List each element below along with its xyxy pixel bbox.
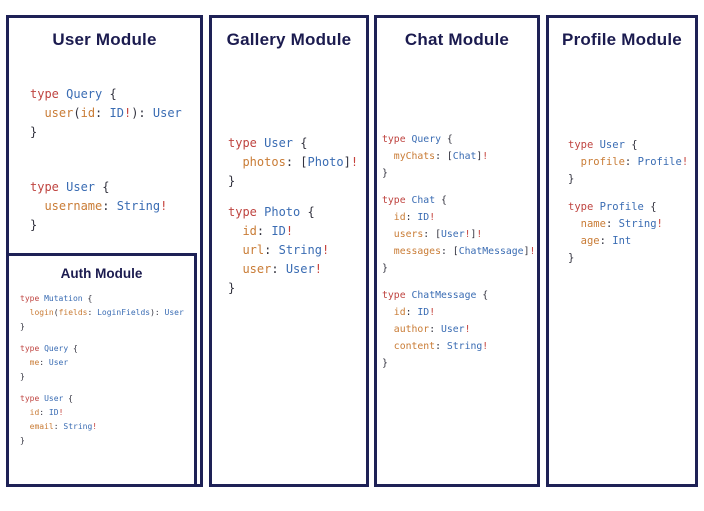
code-line xyxy=(30,154,182,166)
panel-user-module: User Module type Query { user(id: ID!): … xyxy=(6,15,203,487)
code-line xyxy=(20,334,184,342)
code-line: users: [User!]! xyxy=(393,228,483,240)
code-line: } xyxy=(20,322,25,331)
user-module-code: type Query { user(id: ID!): User} type Us… xyxy=(30,85,182,235)
code-line: type Query { xyxy=(20,344,78,353)
code-line: } xyxy=(20,436,25,445)
user-module-title: User Module xyxy=(52,30,157,49)
profile-module-title: Profile Module xyxy=(562,30,682,49)
code-line: type ChatMessage { xyxy=(382,289,489,301)
code-line: user(id: ID!): User xyxy=(44,106,182,120)
code-line xyxy=(30,166,182,178)
chat-module-code: type Query { myChats: [Chat]!} type Chat … xyxy=(382,131,535,372)
code-line: type Chat { xyxy=(382,194,447,206)
code-line: name: String! xyxy=(580,217,663,230)
code-line: } xyxy=(228,174,236,188)
code-line: } xyxy=(382,168,388,179)
code-line: type Mutation { xyxy=(20,294,93,303)
code-line xyxy=(382,182,535,192)
code-line: } xyxy=(20,372,25,381)
code-line: login(fields: LoginFields): User xyxy=(29,308,184,317)
code-line xyxy=(228,191,358,203)
code-line: } xyxy=(228,281,236,295)
gallery-module-code: type User { photos: [Photo]!} type Photo … xyxy=(228,134,358,298)
code-line: } xyxy=(30,218,38,232)
code-line: type User { xyxy=(20,394,73,403)
code-line: email: String! xyxy=(29,422,98,431)
code-line: type User { xyxy=(568,139,638,151)
code-line: url: String! xyxy=(242,243,330,257)
auth-module-code: type Mutation { login(fields: LoginField… xyxy=(20,292,184,448)
code-line: type Photo { xyxy=(228,205,315,219)
code-line: content: String! xyxy=(393,340,489,352)
code-line: me: User xyxy=(29,358,69,367)
code-line xyxy=(382,277,535,287)
code-line: photos: [Photo]! xyxy=(242,155,359,169)
code-line: type User { xyxy=(30,180,110,194)
panel-auth-module: Auth Module type Mutation { login(fields… xyxy=(6,253,197,487)
auth-module-title: Auth Module xyxy=(60,266,143,281)
code-line xyxy=(568,188,688,199)
code-line: author: User! xyxy=(393,323,471,335)
code-line: myChats: [Chat]! xyxy=(393,151,489,162)
code-line xyxy=(30,142,182,154)
panel-chat-module: Chat Module type Query { myChats: [Chat]… xyxy=(374,15,540,487)
profile-module-code: type User { profile: Profile!} type Profi… xyxy=(568,137,688,267)
code-line: type Profile { xyxy=(568,200,657,213)
code-line: } xyxy=(30,125,38,139)
code-line: id: ID! xyxy=(393,306,436,318)
code-line: type Query { xyxy=(30,87,117,101)
code-line: username: String! xyxy=(44,199,168,213)
code-line: type Query { xyxy=(382,134,453,145)
code-line: id: ID! xyxy=(242,224,294,238)
code-line: } xyxy=(568,251,575,264)
code-line: } xyxy=(382,262,388,274)
code-line: type User { xyxy=(228,136,308,150)
code-line xyxy=(20,384,184,392)
code-line: } xyxy=(568,173,575,185)
code-line: profile: Profile! xyxy=(580,156,689,168)
code-line: messages: [ChatMessage]! xyxy=(393,245,536,257)
code-line: } xyxy=(382,357,388,369)
code-line: age: Int xyxy=(580,234,632,247)
code-line: id: ID! xyxy=(29,408,64,417)
code-line: user: User! xyxy=(242,262,322,276)
gallery-module-title: Gallery Module xyxy=(226,30,352,49)
chat-module-title: Chat Module xyxy=(404,30,510,49)
code-line: id: ID! xyxy=(393,211,436,223)
panel-profile-module: Profile Module type User { profile: Prof… xyxy=(546,15,698,487)
panel-gallery-module: Gallery Module type User { photos: [Phot… xyxy=(209,15,369,487)
